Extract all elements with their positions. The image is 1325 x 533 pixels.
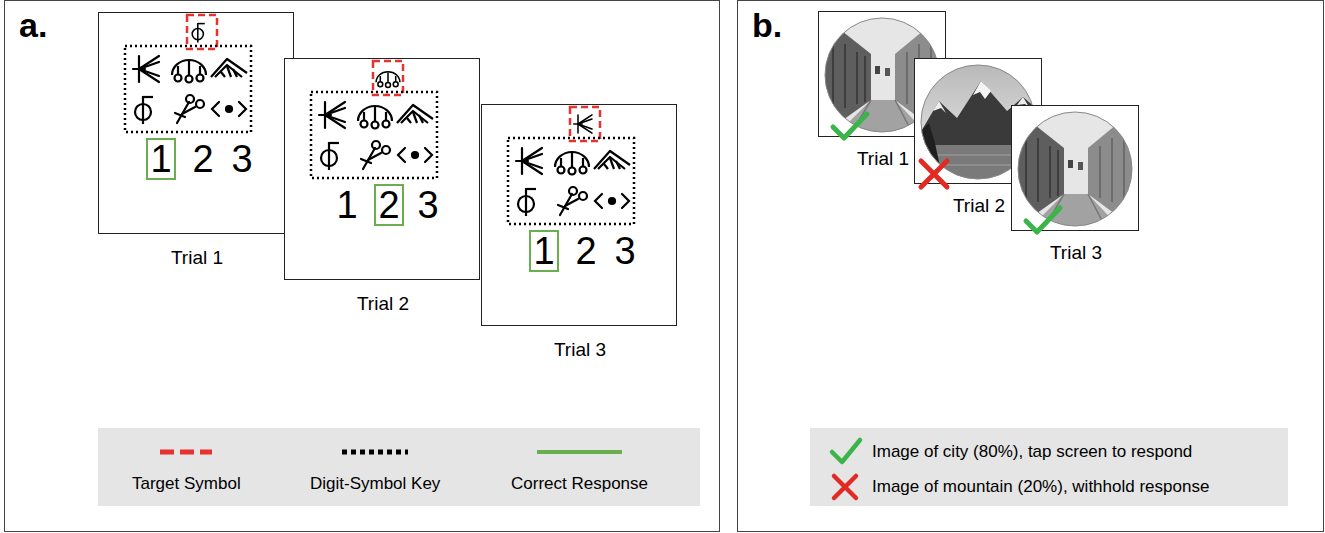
key-symbol [358,106,392,128]
digit-option: 3 [605,229,645,273]
legend-text: Digit-Symbol Key [310,473,440,495]
correct-response-box: 1 [146,138,176,180]
key-symbol [558,187,587,215]
key-frame [125,46,251,132]
trial-label: Trial 3 [1012,242,1140,264]
target-frame [570,107,600,141]
digit-symbol-card-art [285,59,481,281]
target-symbol [574,115,592,133]
digit-option: 2 [376,183,402,227]
key-symbol [555,152,589,174]
target-frame [373,61,403,95]
panel-a: a. 23Trial 11 13Trial 22 23Trial 31 [4,0,720,532]
digit-option: 1 [327,183,367,227]
city-photo [1016,110,1134,228]
key-symbol [361,141,390,169]
key-symbol [175,95,204,123]
correct-response-box: 1 [529,230,559,272]
panel-letter: b. [752,5,782,45]
key-frame [311,92,437,178]
legend-sample-correct [537,450,622,454]
respond-check [1022,204,1064,238]
legend-sample-cross [834,476,856,498]
key-symbol [397,105,433,123]
legend-sample-target [160,450,212,455]
trial-label: Trial 1 [99,247,295,269]
key-symbol [212,102,246,116]
trial-card: 13Trial 22 [284,58,480,280]
trial-card: 23Trial 31 [481,104,677,326]
trial-label: Trial 3 [482,339,678,361]
key-symbol [133,56,159,82]
legend-sample-check [832,440,860,462]
legend-text: Correct Response [511,473,648,495]
digit-option: 1 [148,137,174,181]
legend-text: Image of city (80%), tap screen to respo… [872,441,1192,463]
respond-check [829,110,871,144]
legend-ground [98,428,700,506]
target-symbol [192,23,205,43]
digit-option: 1 [531,229,557,273]
key-symbol [518,188,536,216]
legend-ground [810,428,1288,506]
legend-text: Image of mountain (20%), withhold respon… [872,476,1209,498]
panel-letter: a. [19,5,47,45]
digit-option: 3 [408,183,448,227]
legend-sample-key [342,450,408,455]
target-frame [187,15,217,49]
key-symbol [595,194,629,208]
key-symbol [321,142,339,170]
key-symbol [398,148,432,162]
key-symbol [211,59,247,77]
digit-symbol-card-art [99,13,295,235]
target-symbol [376,72,400,88]
trial-card: 23Trial 11 [98,12,294,234]
image-card: Trial 3 [1011,105,1139,231]
key-symbol [319,102,345,128]
digit-option: 2 [183,137,223,181]
digit-option: 3 [222,137,262,181]
key-symbol [172,60,206,82]
key-symbol [594,151,630,169]
digit-option: 2 [566,229,606,273]
legend-text: Target Symbol [132,473,241,495]
key-frame [508,138,634,224]
trial-label: Trial 2 [285,293,481,315]
key-symbol [135,96,153,124]
digit-symbol-card-art [482,105,678,327]
correct-response-box: 2 [374,184,404,226]
withhold-cross [917,157,951,191]
key-symbol [516,148,542,174]
